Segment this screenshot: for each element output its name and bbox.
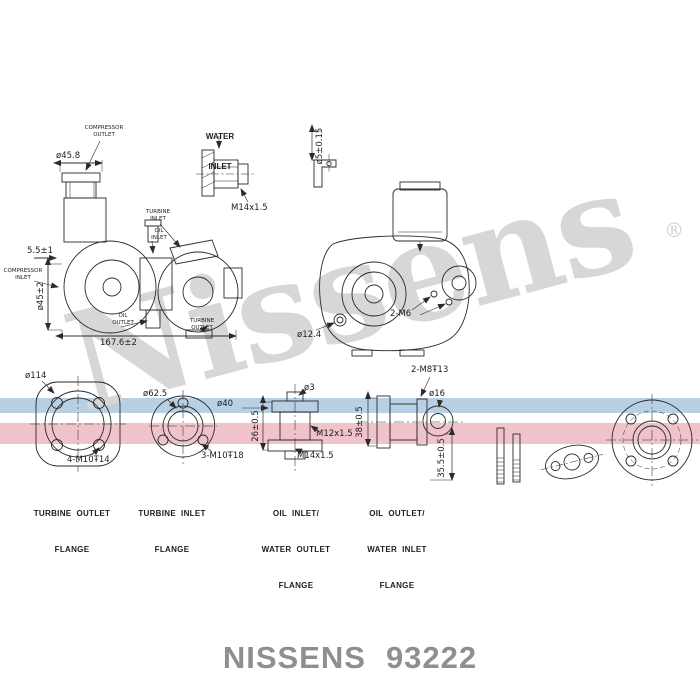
callout-compressor-inlet: COMPRESSOR INLET (1, 268, 45, 281)
main-assembly-view (33, 140, 243, 340)
dim-m12: M12x1.5 (316, 429, 353, 439)
dim-m14-top: M14x1.5 (231, 203, 268, 213)
label-line: WATER (205, 132, 235, 141)
label-line: WATER OUTLET (261, 545, 331, 554)
callout-line: INLET (150, 215, 166, 222)
callout-compressor-outlet: COMPRESSOR OUTLET (78, 125, 130, 138)
dim-dia-12-4: ø12.4 (297, 330, 322, 340)
dim-dia-16: ø16 (429, 389, 446, 399)
dim-35-5: 35.5±0.5 (437, 438, 447, 478)
callout-oil-inlet: OIL INLET (142, 228, 176, 241)
callout-line: INLET (151, 234, 167, 241)
dim-dia-40: ø40 (217, 399, 234, 409)
dim-dia-5: ø5±0.15 (315, 127, 325, 165)
turbine-outlet-flange-view (30, 376, 126, 472)
dim-dia-45-8: ø45.8 (56, 151, 81, 161)
label-oil-inlet-flange: OIL INLET/ WATER OUTLET FLANGE (249, 484, 343, 616)
label-line: WATER INLET (367, 545, 427, 554)
dim-dia-62-5: ø62.5 (143, 389, 168, 399)
dim-38: 38±0.5 (355, 406, 365, 438)
label-line: FLANGE (278, 581, 314, 590)
label-line: FLANGE (379, 581, 415, 590)
callout-line: OIL (118, 313, 128, 319)
callout-line: OUTLET (112, 319, 134, 326)
label-line: OIL INLET/ (272, 509, 320, 518)
dim-4-m10: 4-M10Ŧ14 (67, 455, 110, 465)
callout-line: OUTLET (191, 324, 213, 331)
studs-view (496, 427, 521, 485)
dim-167-6: 167.6±2 (100, 338, 137, 348)
part-number: 93222 (385, 640, 478, 675)
callout-turbine-inlet: TURBINE INLET (136, 209, 180, 222)
label-line: OIL OUTLET/ (369, 509, 425, 518)
callout-line: OIL (154, 228, 164, 234)
callout-line: COMPRESSOR (3, 268, 43, 274)
water-inlet-view (196, 136, 256, 203)
oval-flange-view (540, 444, 604, 480)
callout-line: TURBINE (145, 209, 171, 215)
label-turbine-inlet-flange: TURBINE INLET FLANGE (126, 484, 218, 580)
registered-mark-icon: ® (664, 218, 684, 242)
footer: NISSENS 93222 (0, 640, 700, 676)
bracket-view (309, 124, 337, 188)
dim-dia-3: ø3 (304, 383, 315, 393)
callout-line: OUTLET (93, 131, 115, 138)
callout-line: TURBINE (189, 318, 215, 324)
oil-inlet-flange-view (242, 384, 323, 472)
label-water-inlet: WATER INLET (196, 112, 244, 192)
dim-dia-114: ø114 (25, 371, 47, 381)
label-line: FLANGE (154, 545, 190, 554)
dim-m14-bottom: M14x1.5 (297, 451, 334, 461)
label-line: TURBINE OUTLET (33, 509, 111, 518)
label-line: INLET (208, 162, 232, 171)
label-turbine-outlet-flange: TURBINE OUTLET FLANGE (26, 484, 118, 580)
turbine-inlet-flange-view (149, 390, 217, 464)
brand-name: NISSENS (222, 640, 366, 675)
label-oil-outlet-flange: OIL OUTLET/ WATER INLET FLANGE (350, 484, 444, 616)
dim-2-m8: 2-M8Ŧ13 (411, 365, 449, 375)
callout-line: COMPRESSOR (84, 125, 124, 131)
label-line: TURBINE INLET (138, 509, 206, 518)
round-flange-view (606, 394, 698, 486)
label-line: FLANGE (54, 545, 90, 554)
top-view (315, 181, 477, 357)
callout-turbine-outlet: TURBINE OUTLET (178, 318, 226, 331)
callout-line: INLET (15, 274, 31, 281)
oil-outlet-flange-view (358, 376, 466, 481)
dim-26: 26±0.5 (251, 410, 261, 442)
dim-2-m6: 2-M6 (390, 309, 412, 319)
dim-5-5: 5.5±1 (27, 246, 54, 256)
dim-3-m10: 3-M10Ŧ18 (201, 451, 244, 461)
callout-oil-outlet: OIL OUTLET (106, 313, 140, 326)
